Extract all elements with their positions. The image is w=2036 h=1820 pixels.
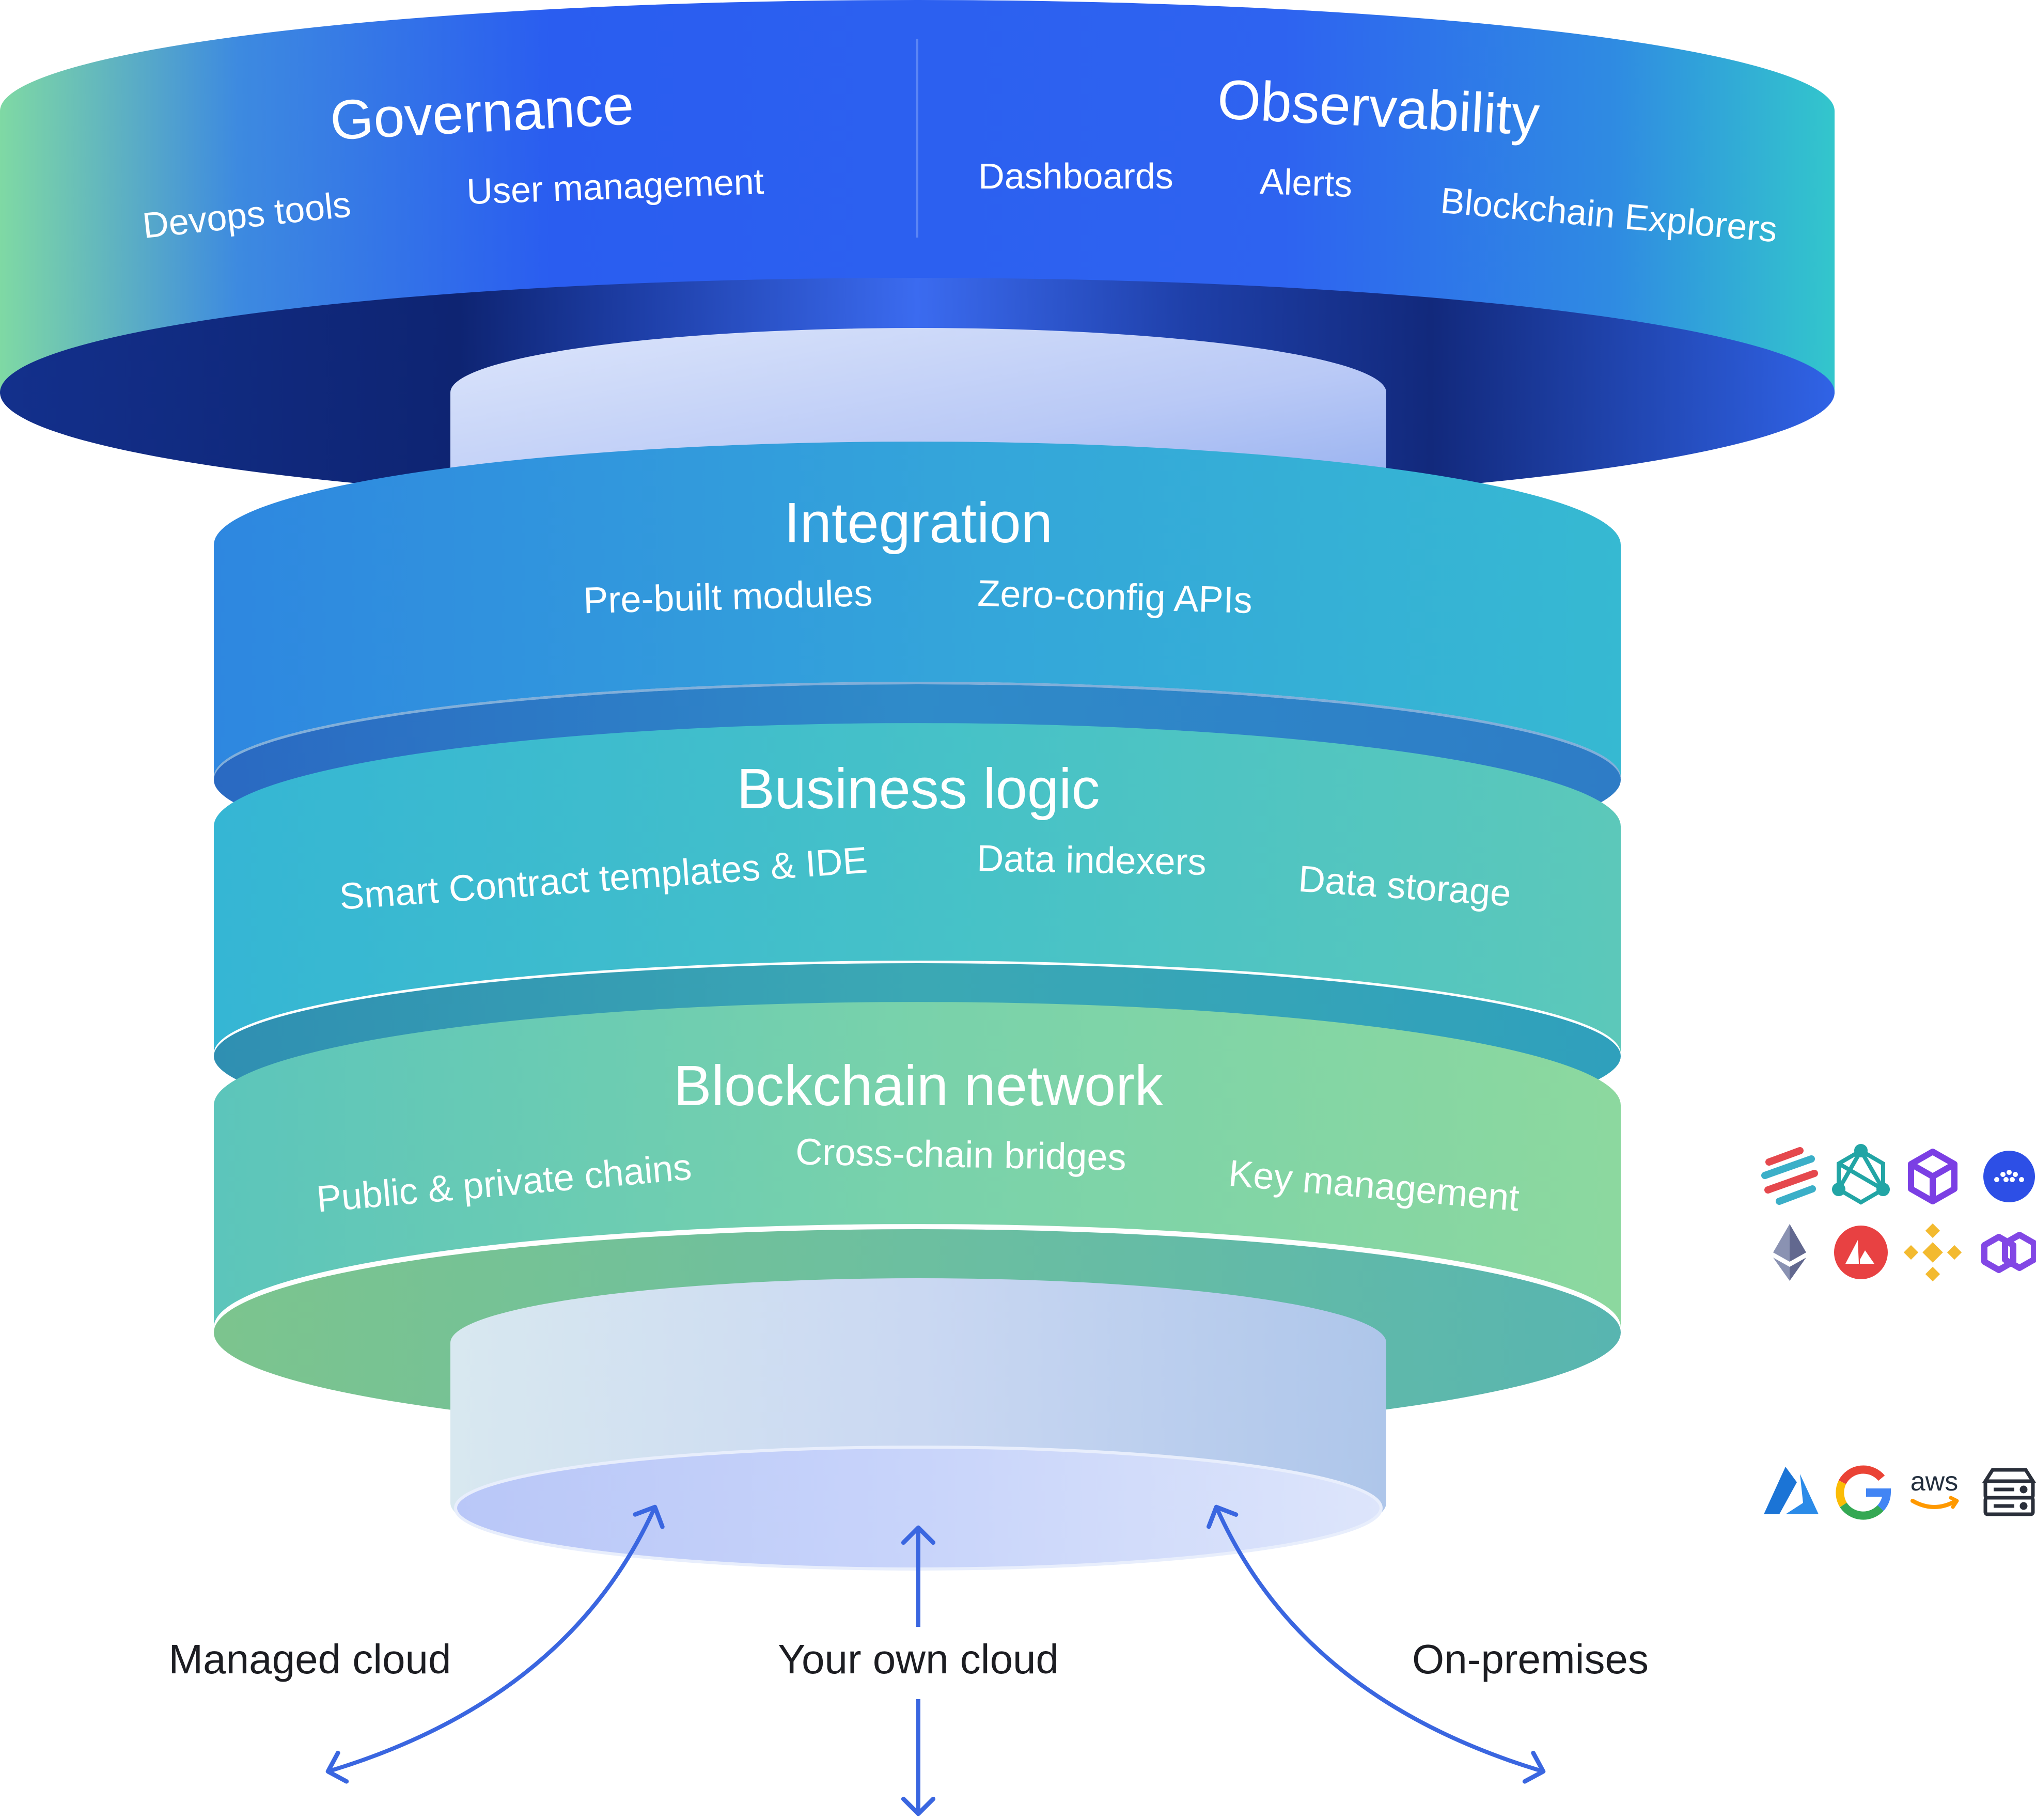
avalanche-icon: [1834, 1226, 1888, 1279]
alerts-label: Alerts: [1259, 161, 1353, 205]
aws-logo-text: aws: [1910, 1467, 1958, 1497]
your-own-cloud-label: Your own cloud: [778, 1636, 1059, 1682]
server-icon: [1982, 1468, 2036, 1516]
integration-band: [214, 442, 1621, 777]
dashboards-label: Dashboards: [978, 156, 1173, 196]
google-cloud-icon: [1836, 1465, 1891, 1520]
celo-icon: [1983, 1151, 2035, 1202]
on-premises-arrow: [1207, 1504, 1546, 1784]
chain-logos: [1761, 1144, 2036, 1282]
polygon-icon: [1981, 1232, 2036, 1273]
azure-icon: [1764, 1467, 1819, 1514]
corda-icon: [1832, 1144, 1890, 1205]
data-indexers-label: Data indexers: [977, 838, 1207, 883]
polygon-supernet-icon: [1908, 1149, 1957, 1204]
cloud-logos: aws: [1764, 1465, 2036, 1520]
blockchain-network-band: [214, 1002, 1621, 1327]
cross-chain-bridges-label: Cross-chain bridges: [795, 1131, 1127, 1178]
deployment-arrows: [325, 1504, 1546, 1816]
blockchain-network-title: Blockchain network: [674, 1054, 1164, 1118]
base-cylinder: [450, 1278, 1386, 1571]
managed-cloud-label: Managed cloud: [168, 1636, 451, 1682]
deployment-options: Managed cloud Your own cloud On-premises: [168, 1636, 1648, 1682]
integration-section: Integration Pre-built modules Zero-confi…: [583, 491, 1252, 621]
hyperledger-icon: [1761, 1147, 1818, 1205]
ethereum-icon: [1773, 1224, 1806, 1281]
bnb-chain-icon: [1903, 1223, 1962, 1282]
pre-built-modules-label: Pre-built modules: [583, 573, 873, 622]
zero-config-apis-label: Zero-config APIs: [977, 573, 1253, 621]
integration-title: Integration: [784, 491, 1053, 555]
aws-icon: aws: [1910, 1467, 1959, 1509]
business-logic-band: [214, 723, 1621, 1054]
managed-cloud-arrow: [325, 1504, 665, 1784]
business-logic-title: Business logic: [737, 757, 1100, 821]
on-premises-label: On-premises: [1412, 1636, 1649, 1682]
